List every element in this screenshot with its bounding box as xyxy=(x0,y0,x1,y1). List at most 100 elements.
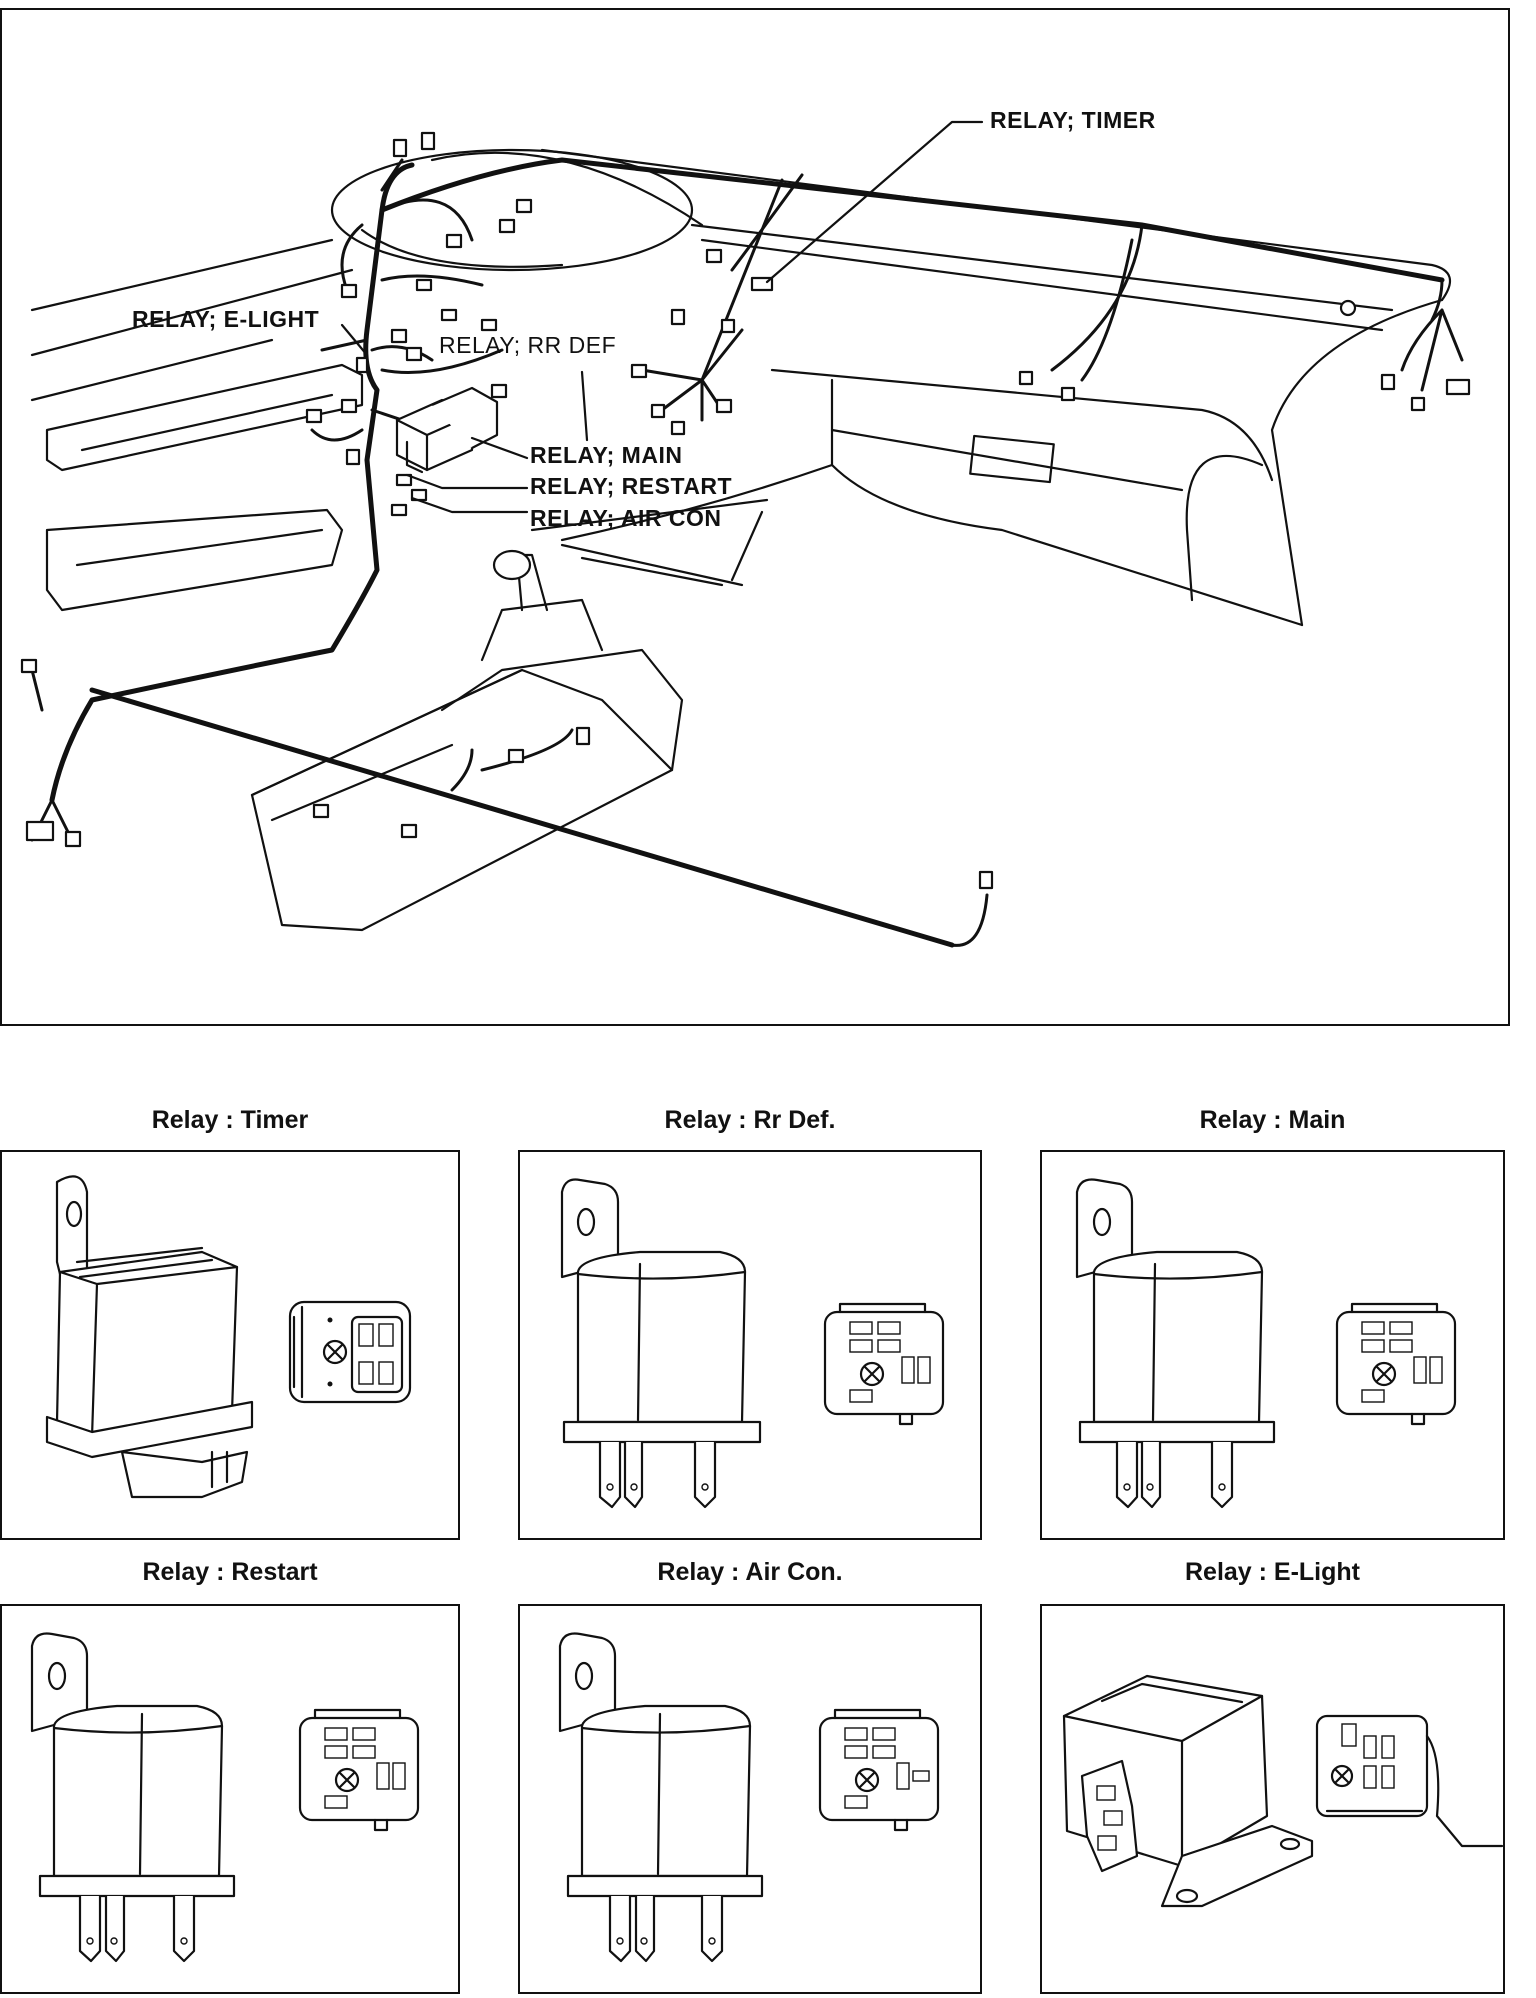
dashboard-harness-diagram: RELAY; TIMER RELAY; E-LIGHT RELAY; RR DE… xyxy=(0,8,1510,1026)
relay-cluster xyxy=(395,386,499,474)
door-armrest xyxy=(30,338,364,612)
dashboard-harness-drawing xyxy=(20,120,1471,948)
callout-relay-e-light: RELAY; E-LIGHT xyxy=(132,306,320,332)
relay-panel-e-light xyxy=(1040,1604,1505,1994)
relay-socket xyxy=(120,1450,249,1499)
connector xyxy=(670,308,686,326)
relay-base xyxy=(45,1400,254,1459)
bracket-hole xyxy=(576,1207,596,1237)
panel-title-restart: Relay : Restart xyxy=(142,1558,318,1586)
connector xyxy=(715,398,733,414)
relay-terminal-block xyxy=(1080,1759,1139,1873)
relay-panel-main xyxy=(1040,1150,1505,1540)
connector xyxy=(630,363,648,379)
dashboard-outline xyxy=(30,148,1452,627)
relay-panel-air-con xyxy=(518,1604,982,1994)
relay-base xyxy=(1078,1420,1276,1444)
connector xyxy=(415,278,433,292)
relay-pin xyxy=(634,1896,656,1963)
connector xyxy=(440,308,458,322)
callout-relay-air-con: RELAY; AIR CON xyxy=(530,505,722,531)
connector xyxy=(395,473,413,487)
mounting-flange xyxy=(1160,1824,1314,1908)
relay-pin xyxy=(1115,1442,1139,1509)
relay-panel-timer xyxy=(0,1150,460,1540)
callout-relay-rr-def: RELAY; RR DEF xyxy=(439,332,617,358)
relay-timer-drawing xyxy=(45,1175,412,1499)
connector xyxy=(390,328,408,344)
bracket-hole xyxy=(47,1661,67,1691)
connector xyxy=(720,318,736,334)
relay-main-drawing xyxy=(1075,1178,1457,1509)
relay-air-con-drawing xyxy=(558,1632,940,1963)
relay-pin xyxy=(104,1896,126,1963)
connector xyxy=(420,131,436,151)
connector xyxy=(1018,370,1034,386)
connector-face xyxy=(1335,1310,1457,1416)
relay-restart-drawing xyxy=(30,1632,420,1963)
panel-title-e-light: Relay : E-Light xyxy=(1184,1558,1360,1586)
connector xyxy=(445,233,463,249)
relay-pin xyxy=(78,1896,102,1963)
connector xyxy=(312,803,330,819)
connector xyxy=(345,448,361,466)
connector xyxy=(670,420,686,436)
connector xyxy=(1410,396,1426,412)
callout-relay-timer: RELAY; TIMER xyxy=(990,107,1156,133)
relay-pin xyxy=(608,1896,632,1963)
connector xyxy=(305,408,323,424)
relay-panel-restart xyxy=(0,1604,460,1994)
relay-pin xyxy=(598,1442,622,1509)
panel-title-timer: Relay : Timer xyxy=(151,1106,309,1134)
bracket-hole xyxy=(1092,1207,1112,1237)
connector xyxy=(405,346,423,362)
relay-pin xyxy=(172,1896,196,1963)
callout-leaders xyxy=(340,120,984,582)
connector xyxy=(1380,373,1396,391)
panel-title-rr-def: Relay : Rr Def. xyxy=(664,1106,836,1134)
instrument-cluster-hood xyxy=(330,148,694,272)
connector xyxy=(392,138,408,158)
relay-base xyxy=(38,1874,236,1898)
wire-harness xyxy=(30,157,1464,948)
connector xyxy=(64,830,82,848)
panel-title-main: Relay : Main xyxy=(1199,1106,1346,1134)
glovebox-latch xyxy=(969,434,1055,484)
connector xyxy=(480,318,498,332)
connector xyxy=(705,248,723,264)
relay-panel-rr-def xyxy=(518,1150,982,1540)
connector xyxy=(507,748,525,764)
connector xyxy=(25,820,55,842)
relay-base xyxy=(566,1874,764,1898)
ground-terminal xyxy=(1339,299,1357,317)
connectors xyxy=(20,131,1471,890)
connector xyxy=(340,398,358,414)
connector xyxy=(498,218,516,234)
bracket-hole xyxy=(574,1661,594,1691)
shift-knob xyxy=(492,549,532,581)
center-console xyxy=(250,549,684,932)
connector xyxy=(1445,378,1471,396)
mounting-bracket xyxy=(55,1175,89,1284)
relay-rr-def-drawing xyxy=(560,1178,945,1509)
connector xyxy=(1060,386,1076,402)
connector xyxy=(490,383,508,399)
relay-pin xyxy=(623,1442,644,1509)
relay-pin xyxy=(693,1442,717,1509)
connector xyxy=(575,726,591,746)
relay-pin xyxy=(1210,1442,1234,1509)
callout-relay-main: RELAY; MAIN xyxy=(530,442,683,468)
flange-hole xyxy=(1279,1837,1301,1851)
connector xyxy=(390,503,408,517)
connector xyxy=(515,198,533,214)
bracket-hole xyxy=(65,1200,83,1228)
connector xyxy=(978,870,994,890)
relay-e-light-drawing xyxy=(1062,1674,1504,1908)
relay-pin xyxy=(700,1896,724,1963)
connector xyxy=(400,823,418,839)
connector xyxy=(355,356,369,374)
connector-face xyxy=(818,1716,940,1822)
panel-title-air-con: Relay : Air Con. xyxy=(657,1558,843,1586)
connector xyxy=(650,403,666,419)
connector-face xyxy=(823,1310,945,1416)
